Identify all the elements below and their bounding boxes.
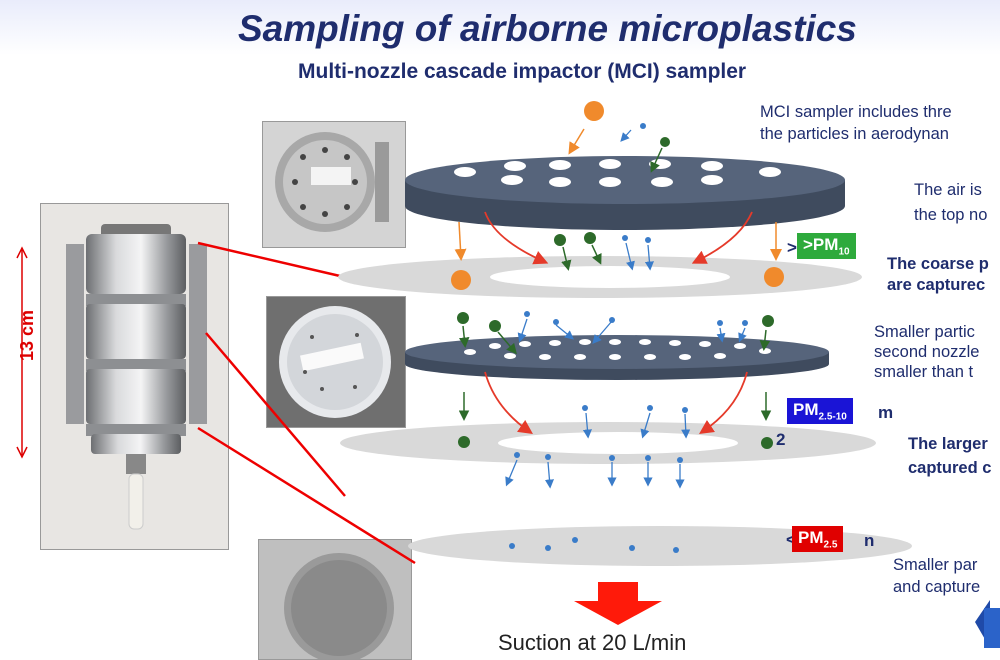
pm25-underlying-left: < (786, 530, 796, 549)
air-text-line-1: The air is (914, 181, 982, 199)
sampler-photo-drawing (66, 224, 207, 530)
medium-particles (457, 137, 774, 449)
fine-particles (509, 123, 748, 553)
suction-arrow (574, 582, 662, 625)
filter-dish-photo (266, 296, 406, 428)
height-label: 13 cm (17, 309, 38, 362)
larger-text-line-1: The larger (908, 435, 988, 453)
pm25-tag: PM2.5 (792, 526, 844, 553)
connector-lines (197, 241, 416, 565)
collection-plate-3 (408, 526, 912, 566)
sampler-photo (40, 203, 229, 550)
title-banner (0, 0, 1000, 55)
nozzle-plate-photo (262, 121, 406, 248)
coarse-text-line-2: are capturec (887, 276, 986, 294)
smaller-text-line-3: smaller than t (874, 363, 974, 381)
collection-plate-1 (338, 256, 862, 298)
pm10-tag: >PM10 (797, 233, 856, 260)
coarse-particles (451, 101, 784, 290)
intro-text-line-2: the particles in aerodynan (760, 125, 949, 143)
smaller-text-line-1: Smaller partic (874, 323, 975, 341)
larger-text-line-2: captured c (908, 459, 992, 477)
pm25-underlying-right: n (864, 531, 875, 550)
top-nozzle-plate (405, 156, 845, 230)
smaller-text-line-2: second nozzle (874, 343, 980, 361)
slide-subtitle: Multi-nozzle cascade impactor (MCI) samp… (298, 60, 747, 83)
height-ruler (16, 246, 28, 459)
smallest-text-line-1: Smaller par (893, 556, 978, 574)
pm25-10-underlying-right: m (878, 403, 894, 422)
collection-plate-photo (258, 539, 412, 660)
university-logo (975, 600, 1000, 648)
pm25-10-tag: PM2.5-10 (787, 398, 853, 425)
airflow-arrows (484, 211, 753, 435)
air-text-line-2: the top no (914, 206, 988, 224)
collection-plate-2 (340, 422, 876, 464)
suction-label: Suction at 20 L/min (498, 630, 687, 655)
coarse-text-line-1: The coarse p (887, 255, 989, 273)
pm25-10-underlying-left: 2 (776, 430, 786, 449)
intro-text-line-1: MCI sampler includes thre (760, 103, 952, 121)
slide-title: Sampling of airborne microplastics (238, 8, 857, 49)
smallest-text-line-2: and capture (893, 578, 981, 596)
